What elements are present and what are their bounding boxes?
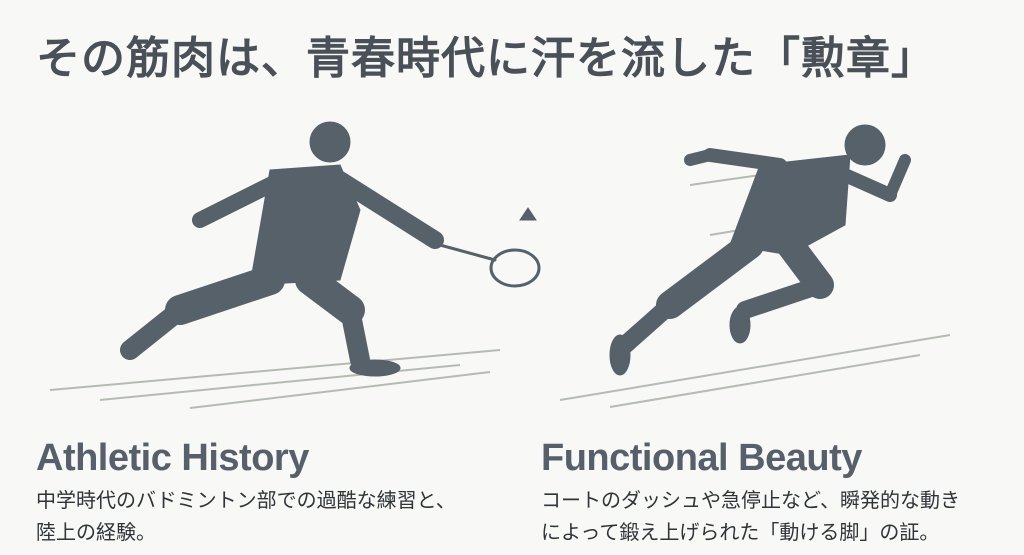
desc-line: 中学時代のバドミントン部での過酷な練習と、 bbox=[36, 488, 456, 512]
panel-description-athletic-history: 中学時代のバドミントン部での過酷な練習と、 陸上の経験。 bbox=[36, 484, 456, 548]
shoe bbox=[349, 359, 401, 377]
front-forearm bbox=[884, 154, 911, 201]
desc-line: コートのダッシュや急停止など、瞬発的な動き bbox=[541, 488, 960, 512]
torso bbox=[729, 154, 851, 256]
racket-handle bbox=[438, 243, 497, 262]
back-calf bbox=[120, 300, 190, 360]
right-arm bbox=[331, 171, 444, 249]
sprinter-silhouette bbox=[560, 124, 951, 408]
back-calf bbox=[616, 296, 679, 354]
left-arm bbox=[192, 172, 288, 228]
racket-head bbox=[489, 248, 541, 288]
speed-lines bbox=[49, 349, 501, 409]
desc-line: によって鍛え上げられた「動ける脚」の証。 bbox=[541, 520, 940, 544]
back-thigh bbox=[165, 265, 285, 325]
page-title: その筋肉は、青春時代に汗を流した「勲章」 bbox=[36, 33, 936, 84]
panel-heading-functional-beauty: Functional Beauty bbox=[541, 437, 862, 479]
back-thigh bbox=[656, 231, 764, 319]
back-shoe bbox=[609, 334, 631, 376]
panel-heading-athletic-history: Athletic History bbox=[36, 437, 309, 479]
panel-description-functional-beauty: コートのダッシュや急停止など、瞬発的な動き によって鍛え上げられた「動ける脚」の… bbox=[541, 484, 960, 548]
back-arm bbox=[703, 148, 787, 172]
badminton-player-silhouette bbox=[49, 121, 541, 409]
desc-line: 陸上の経験。 bbox=[36, 520, 156, 544]
front-calf bbox=[736, 276, 829, 319]
head bbox=[844, 124, 886, 166]
head bbox=[309, 121, 351, 163]
front-calf bbox=[340, 300, 370, 370]
front-shoe bbox=[729, 306, 751, 344]
shuttlecock bbox=[519, 207, 537, 221]
torso bbox=[249, 164, 361, 286]
back-hand bbox=[684, 149, 716, 166]
front-arm bbox=[838, 168, 897, 202]
